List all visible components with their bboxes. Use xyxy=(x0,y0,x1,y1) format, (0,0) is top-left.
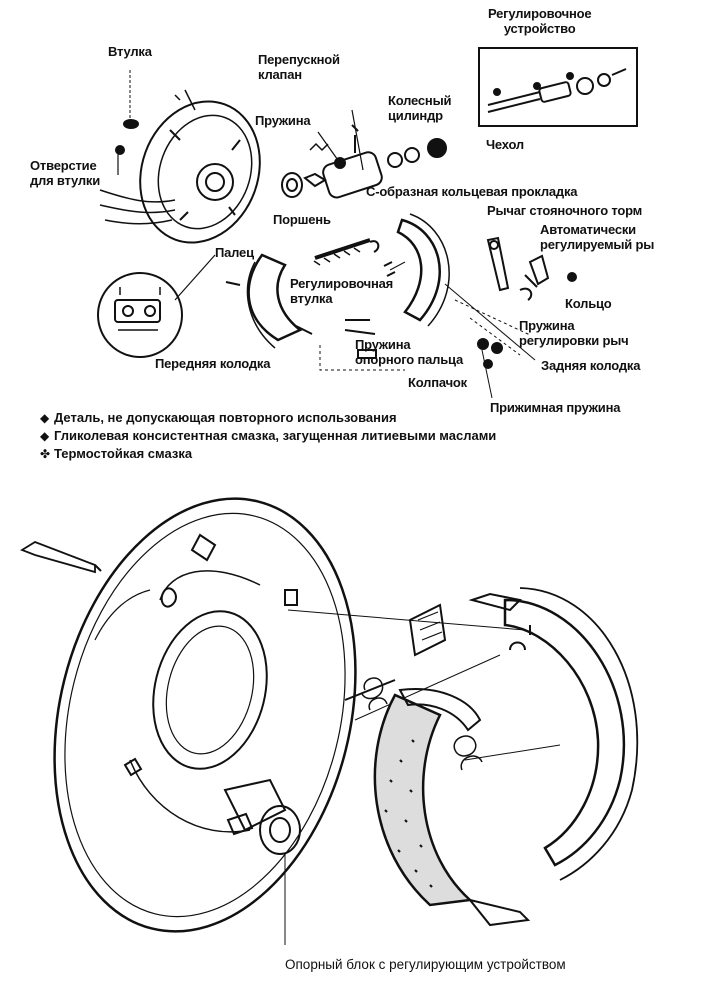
legend-marker: ◆ xyxy=(40,411,50,425)
lower-springs xyxy=(344,603,483,771)
legend-marker: ✤ xyxy=(40,447,51,461)
label-bushing-hole: Отверстие для втулки xyxy=(30,158,101,188)
parking-lever xyxy=(486,236,510,292)
adjuster-inset-box xyxy=(478,47,638,127)
label-c-ring: С-образная кольцевая прокладка xyxy=(366,184,578,199)
label-lever-spring: Пружина регулировки рыч xyxy=(519,318,629,348)
label-cap: Колпачок xyxy=(408,375,467,390)
caption-support-block: Опорный блок с регулирующим устройством xyxy=(285,957,566,972)
legend-item: ◆ Деталь, не допускающая повторного испол… xyxy=(40,409,496,427)
label-parking-lever: Рычаг стояночного торм xyxy=(487,203,643,218)
upper-front-shoe xyxy=(246,253,313,349)
label-vtulka: Втулка xyxy=(108,44,152,59)
label-adjuster-title: Регулировочное устройство xyxy=(488,6,592,36)
lower-front-shoe xyxy=(373,688,531,927)
lower-pin xyxy=(19,541,102,574)
label-auto-adjust-lever: Автоматически регулируемый ры xyxy=(540,222,655,252)
lower-rear-shoe xyxy=(468,587,639,881)
upper-rear-shoe xyxy=(383,213,450,327)
label-spring: Пружина xyxy=(255,113,311,128)
legend-marker: ◆ xyxy=(40,429,50,443)
upper-backing-plate xyxy=(139,89,261,244)
legend: ◆ Деталь, не допускающая повторного испол… xyxy=(40,409,496,463)
label-ring: Кольцо xyxy=(565,296,612,311)
label-front-shoe: Передняя колодка xyxy=(155,356,271,371)
label-anchor-pin-spring: Пружина опорного пальца xyxy=(355,337,463,367)
legend-text: Деталь, не допускающая повторного исполь… xyxy=(54,410,397,425)
wheel-cylinder xyxy=(281,109,447,199)
support-block xyxy=(223,778,301,945)
legend-item: ◆ Гликолевая консистентная смазка, загуще… xyxy=(40,427,496,445)
label-boot: Чехол xyxy=(486,137,524,152)
legend-text: Термостойкая смазка xyxy=(54,446,193,461)
label-bypass-valve: Перепускной клапан xyxy=(258,52,340,82)
label-holddown-spring: Прижимная пружина xyxy=(490,400,621,415)
label-wheel-cylinder: Колесный цилиндр xyxy=(388,93,452,123)
label-rear-shoe: Задняя колодка xyxy=(541,358,641,373)
label-pin: Палец xyxy=(215,245,254,260)
legend-text: Гликолевая консистентная смазка, загущен… xyxy=(54,428,497,443)
upper-adjusting-sleeve xyxy=(313,238,380,266)
lower-backing-plate xyxy=(53,497,357,933)
auto-adjust-lever xyxy=(524,254,550,288)
label-adjusting-sleeve: Регулировочная втулка xyxy=(290,276,394,306)
inset-detail xyxy=(97,254,216,358)
label-piston: Поршень xyxy=(273,212,331,227)
legend-item: ✤Термостойкая смазка xyxy=(40,445,496,463)
adjuster-assembly xyxy=(487,68,627,113)
